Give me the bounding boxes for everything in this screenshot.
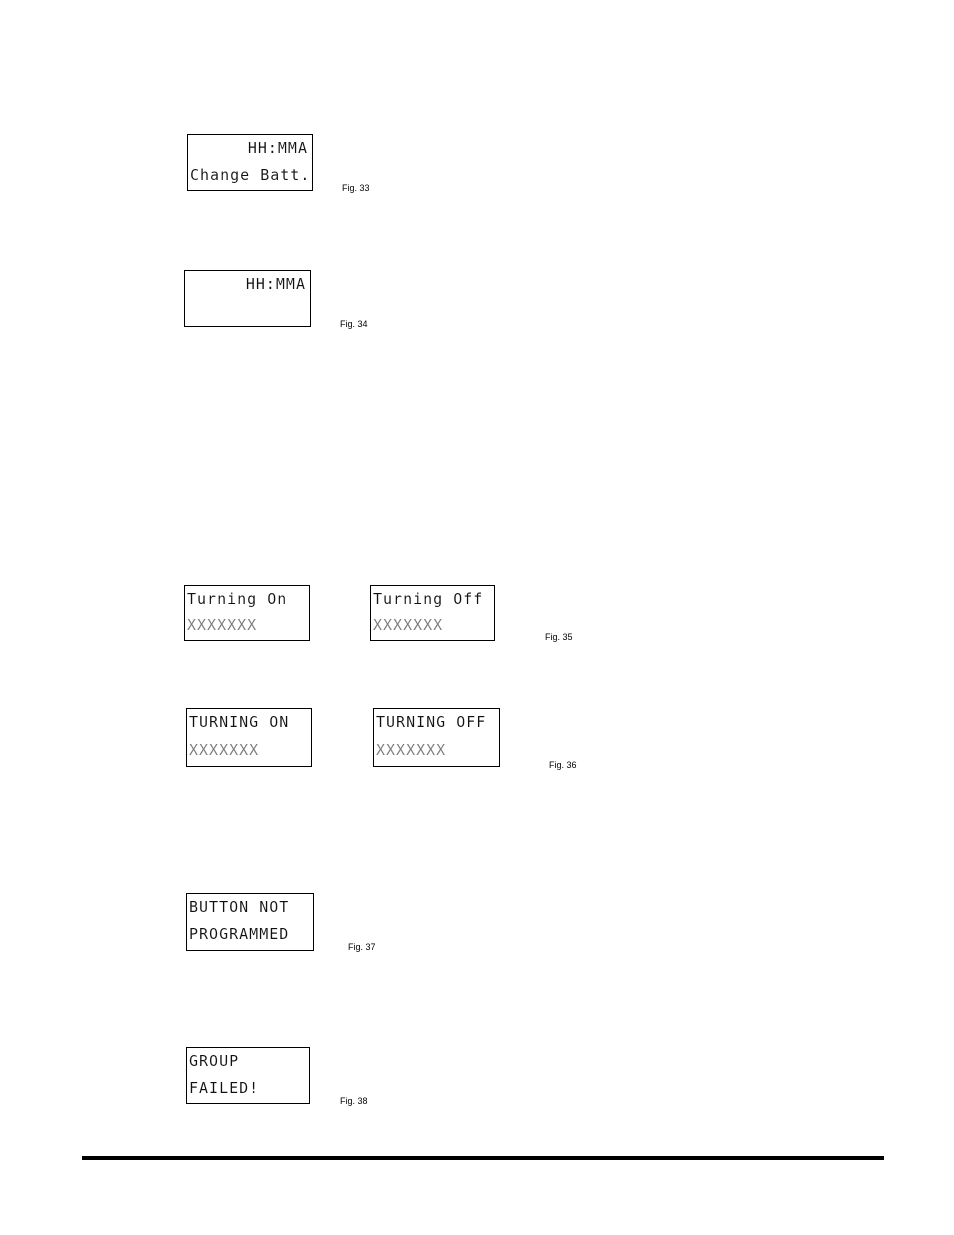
lcd-display-fig34: HH:MMA bbox=[184, 270, 311, 327]
lcd-line-message: BUTTON NOT bbox=[189, 898, 309, 916]
lcd-display-fig37: BUTTON NOT PROGRAMMED bbox=[186, 893, 314, 951]
lcd-display-fig36-right: TURNING OFF XXXXXXX bbox=[373, 708, 500, 767]
lcd-line-message: GROUP bbox=[189, 1052, 305, 1070]
lcd-display-fig35-left: Turning On XXXXXXX bbox=[184, 585, 310, 641]
lcd-line-device: XXXXXXX bbox=[189, 741, 307, 759]
lcd-display-fig38: GROUP FAILED! bbox=[186, 1047, 310, 1104]
figure-caption-35: Fig. 35 bbox=[545, 632, 573, 642]
lcd-display-fig36-left: TURNING ON XXXXXXX bbox=[186, 708, 312, 767]
lcd-line-time: HH:MMA bbox=[187, 275, 306, 293]
figure-caption-34: Fig. 34 bbox=[340, 319, 368, 329]
lcd-display-fig33: HH:MMA Change Batt. bbox=[187, 134, 313, 191]
figure-caption-36: Fig. 36 bbox=[549, 760, 577, 770]
lcd-line-message: Change Batt. bbox=[190, 166, 308, 184]
lcd-line-time: HH:MMA bbox=[190, 139, 308, 157]
lcd-line-device: XXXXXXX bbox=[187, 616, 305, 634]
lcd-line-device: XXXXXXX bbox=[376, 741, 495, 759]
lcd-line-status: TURNING ON bbox=[189, 713, 307, 731]
lcd-line-device: XXXXXXX bbox=[373, 616, 490, 634]
lcd-line-message: FAILED! bbox=[189, 1079, 305, 1097]
lcd-line-status: Turning Off bbox=[373, 590, 490, 608]
lcd-line-message: PROGRAMMED bbox=[189, 925, 309, 943]
figure-caption-38: Fig. 38 bbox=[340, 1096, 368, 1106]
lcd-display-fig35-right: Turning Off XXXXXXX bbox=[370, 585, 495, 641]
figure-caption-33: Fig. 33 bbox=[342, 183, 370, 193]
figure-caption-37: Fig. 37 bbox=[348, 942, 376, 952]
lcd-line-status: TURNING OFF bbox=[376, 713, 495, 731]
lcd-line-status: Turning On bbox=[187, 590, 305, 608]
footer-rule bbox=[82, 1156, 884, 1160]
